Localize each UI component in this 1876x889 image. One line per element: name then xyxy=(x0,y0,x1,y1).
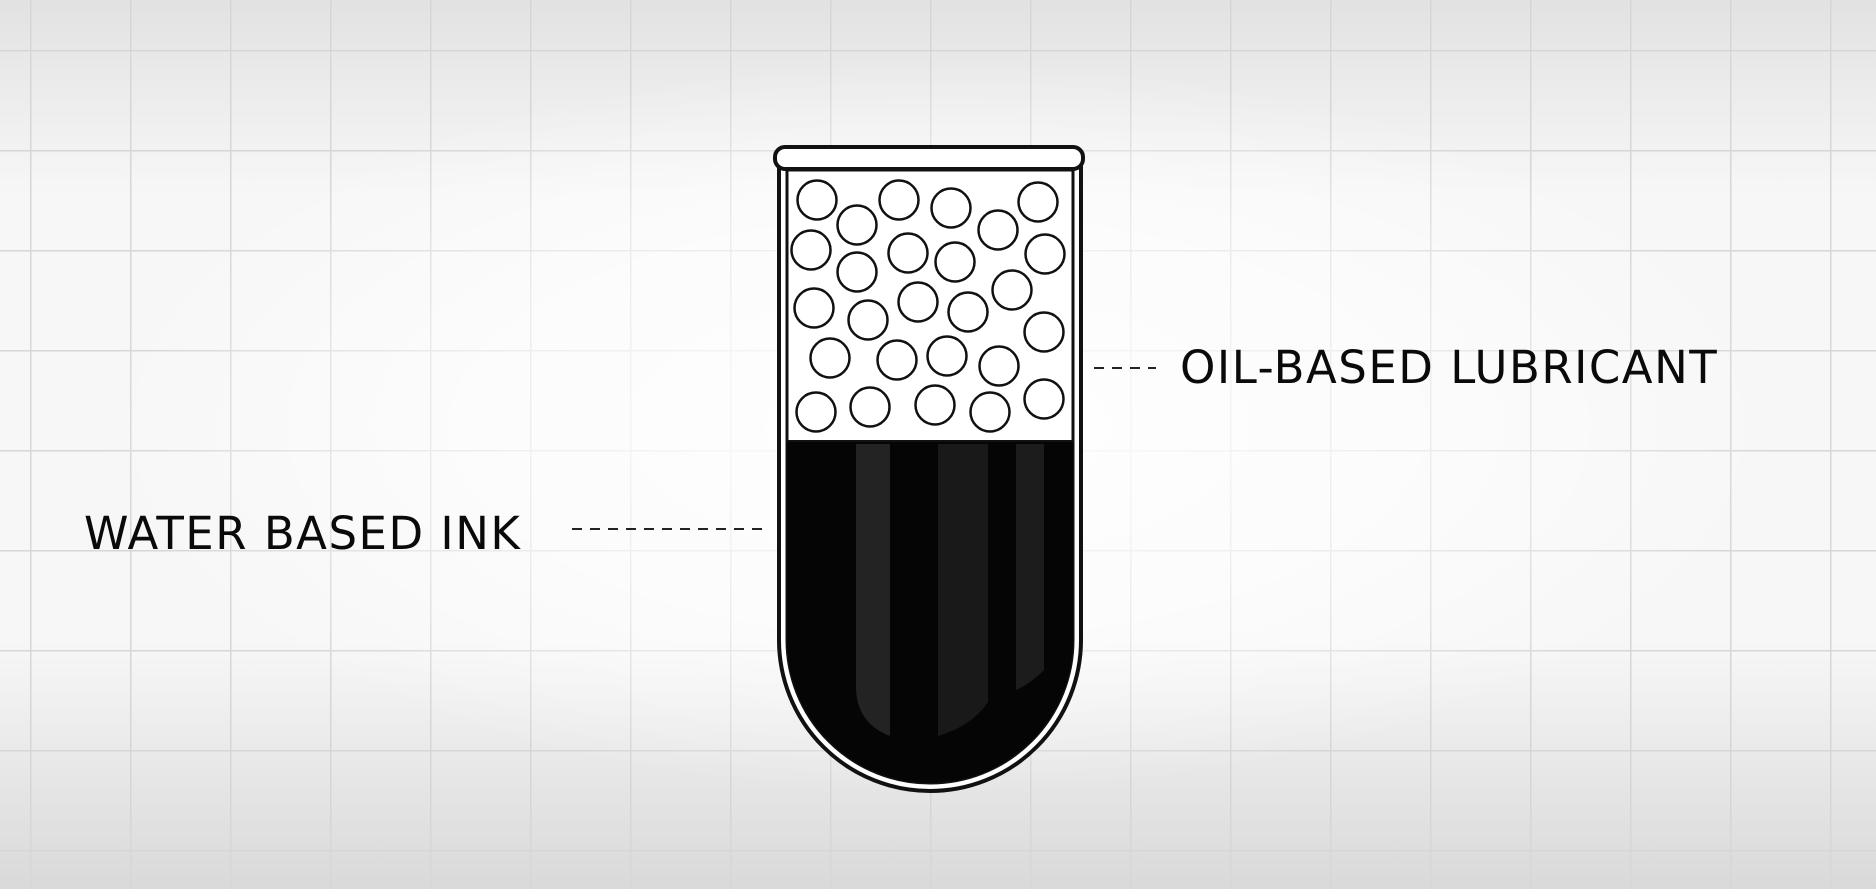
lubricant-droplet-icon xyxy=(969,391,1011,433)
lubricant-droplet-icon xyxy=(796,179,838,221)
oil-droplets xyxy=(790,179,1066,433)
water-based-ink-label: WATER BASED INK xyxy=(84,507,522,560)
lubricant-droplet-icon xyxy=(1017,181,1059,223)
lubricant-droplet-icon xyxy=(930,187,972,229)
lubricant-droplet-icon xyxy=(934,241,976,283)
lubricant-droplet-icon xyxy=(849,386,891,428)
lubricant-droplet-icon xyxy=(836,251,878,293)
lubricant-droplet-icon xyxy=(926,335,968,377)
lubricant-droplet-icon xyxy=(978,345,1020,387)
lubricant-droplet-icon xyxy=(1023,378,1065,420)
lubricant-droplet-icon xyxy=(790,229,832,271)
lubricant-droplet-icon xyxy=(914,384,956,426)
lubricant-droplet-icon xyxy=(836,204,878,246)
lubricant-droplet-icon xyxy=(847,299,889,341)
lubricant-droplet-icon xyxy=(887,232,929,274)
test-tube-rim-icon xyxy=(773,145,1085,171)
water-based-ink-liquid xyxy=(787,440,1073,783)
lubricant-droplet-icon xyxy=(876,339,918,381)
lubricant-droplet-icon xyxy=(897,281,939,323)
lubricant-droplet-icon xyxy=(991,269,1033,311)
lubricant-droplet-icon xyxy=(977,209,1019,251)
lubricant-droplet-icon xyxy=(795,391,837,433)
oil-based-lubricant-label: OIL-BASED LUBRICANT xyxy=(1180,341,1719,394)
lubricant-droplet-icon xyxy=(878,179,920,221)
lubricant-droplet-icon xyxy=(1024,233,1066,275)
lubricant-droplet-icon xyxy=(1023,311,1065,353)
lubricant-droplet-icon xyxy=(947,291,989,333)
lubricant-droplet-icon xyxy=(793,287,835,329)
lubricant-droplet-icon xyxy=(809,337,851,379)
